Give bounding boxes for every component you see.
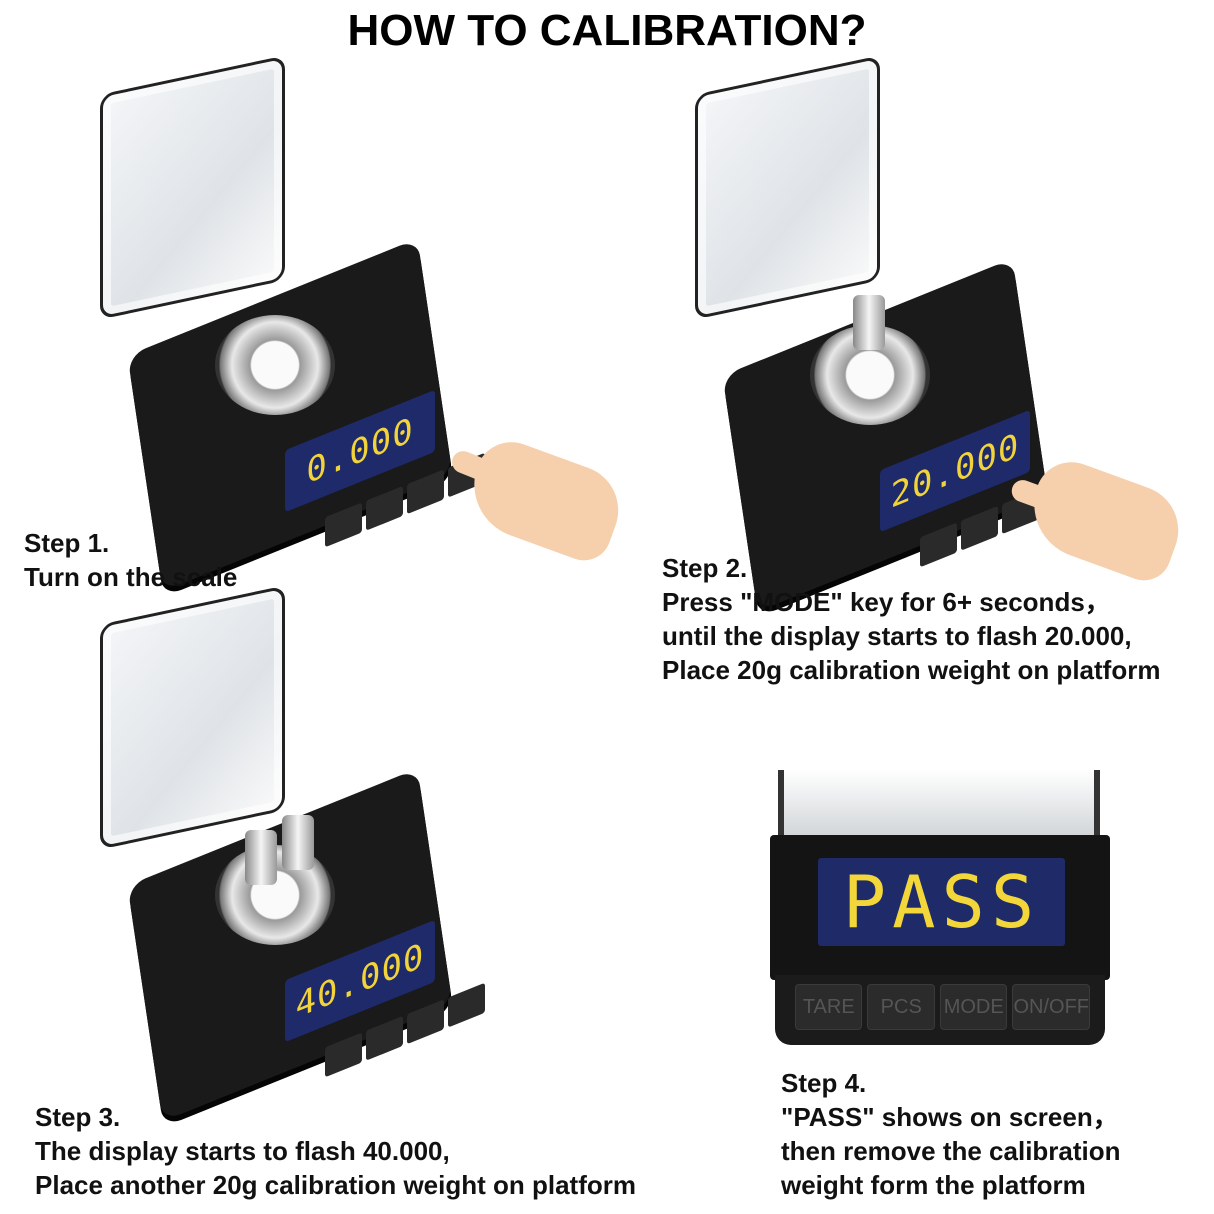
step-line: Press "MODE" key for 6+ seconds， [662, 587, 1111, 617]
scale-lid [695, 55, 880, 320]
step-line: The display starts to flash 40.000, [35, 1136, 450, 1166]
page-title: HOW TO CALIBRATION? [347, 6, 867, 55]
scale-display: PASS [818, 858, 1065, 946]
step-heading: Step 2. [662, 553, 748, 583]
calibration-weight [245, 830, 277, 885]
scale-keys: TARE PCS MODE ON/OFF [795, 984, 1090, 1030]
step-line: weight form the platform [781, 1170, 1086, 1200]
step-line: then remove the calibration [781, 1136, 1121, 1166]
tare-key[interactable]: TARE [795, 984, 863, 1030]
step-line: Turn on the scale [24, 562, 238, 592]
scale-closeup: PASS TARE PCS MODE ON/OFF [770, 770, 1110, 1045]
scale-lid [778, 770, 1100, 840]
scale-lid [100, 55, 285, 320]
step-line: until the display starts to flash 20.000… [662, 621, 1132, 651]
step-line: Place 20g calibration weight on platform [662, 655, 1161, 685]
step-heading: Step 1. [24, 528, 110, 558]
mode-key[interactable]: MODE [939, 984, 1008, 1030]
step-2-text: Step 2. Press "MODE" key for 6+ seconds，… [662, 551, 1160, 687]
pcs-key[interactable]: PCS [867, 984, 935, 1030]
step-3-text: Step 3. The display starts to flash 40.0… [35, 1100, 636, 1202]
calibration-weight [853, 295, 885, 350]
step-1-text: Step 1. Turn on the scale [24, 526, 237, 594]
calibration-weight [282, 815, 314, 870]
step-line: Place another 20g calibration weight on … [35, 1170, 636, 1200]
scale-lid [100, 585, 285, 850]
step-4-text: Step 4. "PASS" shows on screen， then rem… [781, 1066, 1121, 1202]
weighing-pan [215, 315, 335, 415]
step-heading: Step 4. [781, 1068, 867, 1098]
scale-step-2: 20.000 [685, 55, 1085, 612]
step-heading: Step 3. [35, 1102, 121, 1132]
on-off-key[interactable]: ON/OFF [1012, 984, 1090, 1030]
scale-step-3: 40.000 [90, 585, 490, 1122]
scale-step-1: 0.000 [90, 55, 490, 592]
step-line: "PASS" shows on screen， [781, 1102, 1119, 1132]
